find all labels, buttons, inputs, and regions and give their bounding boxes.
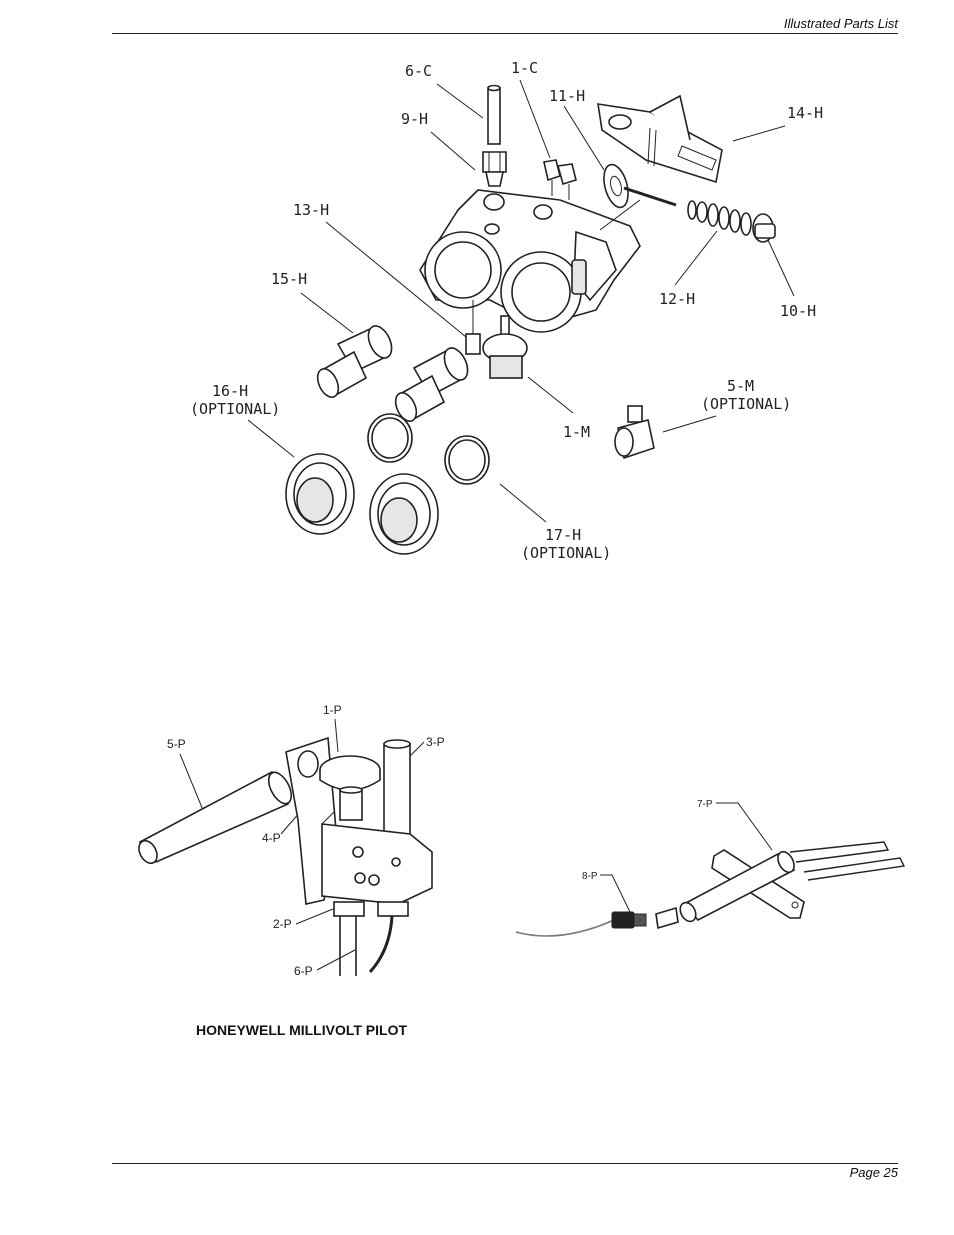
- label-17-h-optional: (OPTIONAL): [521, 544, 611, 562]
- label-9-h: 9-H: [401, 110, 428, 128]
- label-5-p: 5-P: [167, 737, 186, 751]
- part-12-h-spring: [687, 200, 752, 236]
- label-10-h: 10-H: [780, 302, 816, 320]
- valve-assembly-figure: 6-C 1-C 11-H 9-H 14-H 13-H 15-H 12-H 10-…: [190, 59, 823, 562]
- page-number: Page 25: [849, 1165, 898, 1180]
- label-1-m: 1-M: [563, 423, 590, 441]
- label-5-m-optional: (OPTIONAL): [701, 395, 791, 413]
- label-14-h: 14-H: [787, 104, 823, 122]
- part-5-p-tube: [138, 770, 293, 865]
- part-16-h-union-nuts: [285, 453, 439, 555]
- label-1-p: 1-P: [323, 703, 342, 717]
- valve-body: [419, 189, 641, 333]
- part-6-c-tube: [487, 84, 501, 145]
- part-6-p-lines: [339, 915, 394, 976]
- label-15-h: 15-H: [271, 270, 307, 288]
- part-11-h-plunger: [603, 163, 677, 209]
- part-1-c-clips: [543, 159, 577, 200]
- running-header: Illustrated Parts List: [783, 16, 898, 31]
- label-4-p: 4-P: [262, 831, 281, 845]
- label-5-m: 5-M: [727, 377, 754, 395]
- pilot-body: [321, 811, 433, 905]
- label-1-c: 1-C: [511, 59, 538, 77]
- label-6-p: 6-P: [294, 964, 313, 978]
- part-2-p-nuts: [333, 901, 409, 917]
- label-8-p: 8-P: [582, 871, 598, 882]
- label-7-p: 7-P: [697, 799, 713, 810]
- part-1-p-hood: [319, 755, 381, 821]
- header-rule: [112, 33, 898, 34]
- pilot-leader-lines-right: [600, 802, 773, 913]
- part-1-m-sensor: [482, 315, 528, 379]
- label-16-h-optional: (OPTIONAL): [190, 400, 280, 418]
- part-7-p-igniter: [655, 841, 906, 930]
- part-14-h-bracket: [597, 94, 723, 184]
- label-3-p: 3-P: [426, 735, 445, 749]
- part-8-p-wire: [515, 911, 647, 937]
- label-11-h: 11-H: [549, 87, 585, 105]
- pilot-assembly-figure: 1-P 5-P 3-P 4-P 2-P 6-P: [138, 703, 906, 978]
- label-17-h: 17-H: [545, 526, 581, 544]
- part-5-m-valve: [614, 405, 655, 460]
- label-16-h: 16-H: [212, 382, 248, 400]
- part-17-h-orings: [367, 413, 490, 485]
- footer-rule: [112, 1163, 898, 1164]
- label-12-h: 12-H: [659, 290, 695, 308]
- valve-leader-lines: [247, 79, 795, 523]
- label-2-p: 2-P: [273, 917, 292, 931]
- label-6-c: 6-C: [405, 62, 432, 80]
- label-13-h: 13-H: [293, 201, 329, 219]
- part-9-h-fitting: [482, 151, 507, 187]
- part-15-h-adapters: [316, 325, 469, 422]
- figure-caption: HONEYWELL MILLIVOLT PILOT: [196, 1022, 408, 1038]
- part-13-h-fitting: [465, 300, 481, 355]
- part-10-h-cap: [752, 213, 776, 243]
